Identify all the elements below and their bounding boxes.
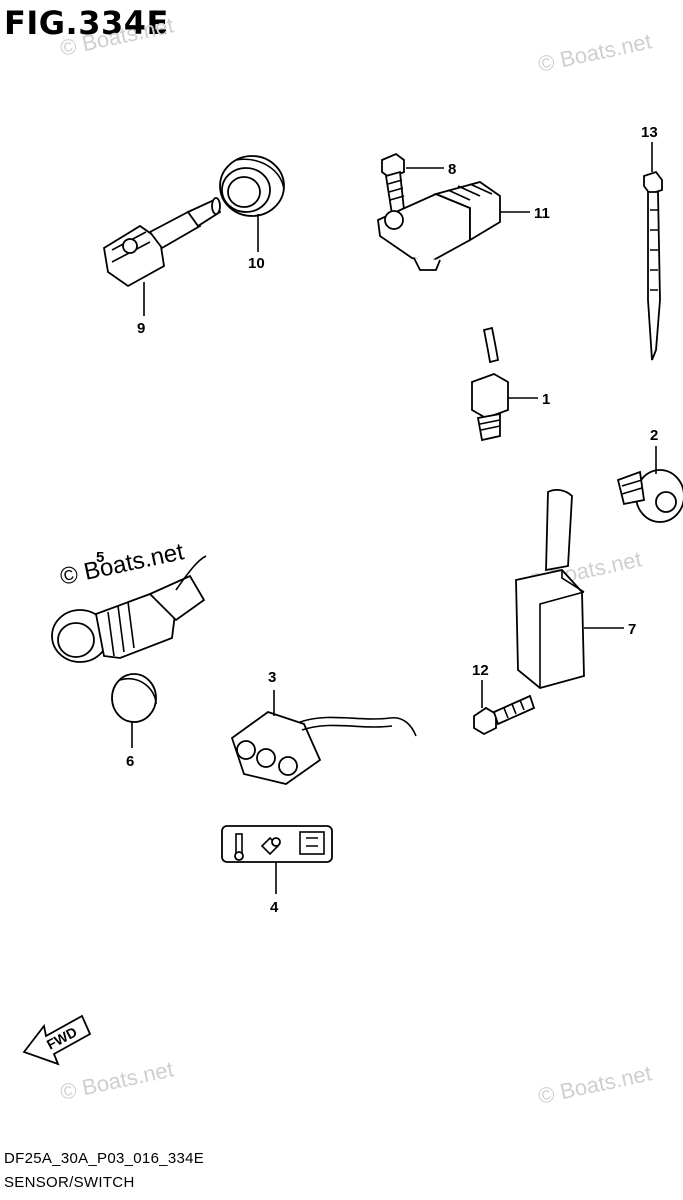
callout-5: 5 bbox=[96, 549, 104, 566]
part-5-grommet-holder bbox=[51, 555, 207, 663]
figure-caption: SENSOR/SWITCH bbox=[4, 1174, 135, 1191]
watermark-bottom-right: © Boats.net bbox=[536, 1060, 654, 1108]
callout-13: 13 bbox=[641, 124, 658, 141]
fwd-arrow-icon: FWD bbox=[22, 1014, 92, 1066]
callout-11: 11 bbox=[534, 205, 550, 222]
callout-10: 10 bbox=[248, 255, 265, 272]
callout-12: 12 bbox=[472, 662, 489, 679]
callout-6: 6 bbox=[126, 753, 134, 770]
watermark-bottom-left: © Boats.net bbox=[58, 1056, 176, 1104]
part-11-pressure-sensor bbox=[377, 181, 501, 271]
part-12-bolt bbox=[473, 694, 536, 736]
part-2-knock-sensor bbox=[616, 469, 683, 523]
figure-code: DF25A_30A_P03_016_334E bbox=[4, 1150, 205, 1167]
callout-1: 1 bbox=[542, 391, 550, 408]
part-10-grommet bbox=[219, 155, 285, 217]
callout-3: 3 bbox=[268, 669, 276, 686]
callout-8: 8 bbox=[448, 161, 456, 178]
part-3-oil-pressure-switch bbox=[230, 711, 417, 785]
callout-9: 9 bbox=[137, 320, 145, 337]
part-9-sensor-connector bbox=[103, 197, 222, 288]
part-13-cable-tie bbox=[643, 170, 663, 361]
part-6-plug bbox=[111, 673, 157, 723]
part-1-temperature-sensor bbox=[471, 326, 509, 442]
callout-2: 2 bbox=[650, 427, 658, 444]
callout-4: 4 bbox=[270, 899, 279, 916]
watermark-top-left: © Boats.net bbox=[58, 12, 176, 60]
part-4-indicator-label bbox=[221, 825, 333, 863]
part-7-switch bbox=[515, 489, 585, 689]
watermark-top-right: © Boats.net bbox=[536, 28, 654, 76]
figure-title: FIG.334E bbox=[4, 4, 169, 42]
part-8-bolt bbox=[381, 152, 405, 216]
watermark-prominent: © Boats.net bbox=[58, 538, 187, 591]
callout-7: 7 bbox=[628, 621, 636, 638]
